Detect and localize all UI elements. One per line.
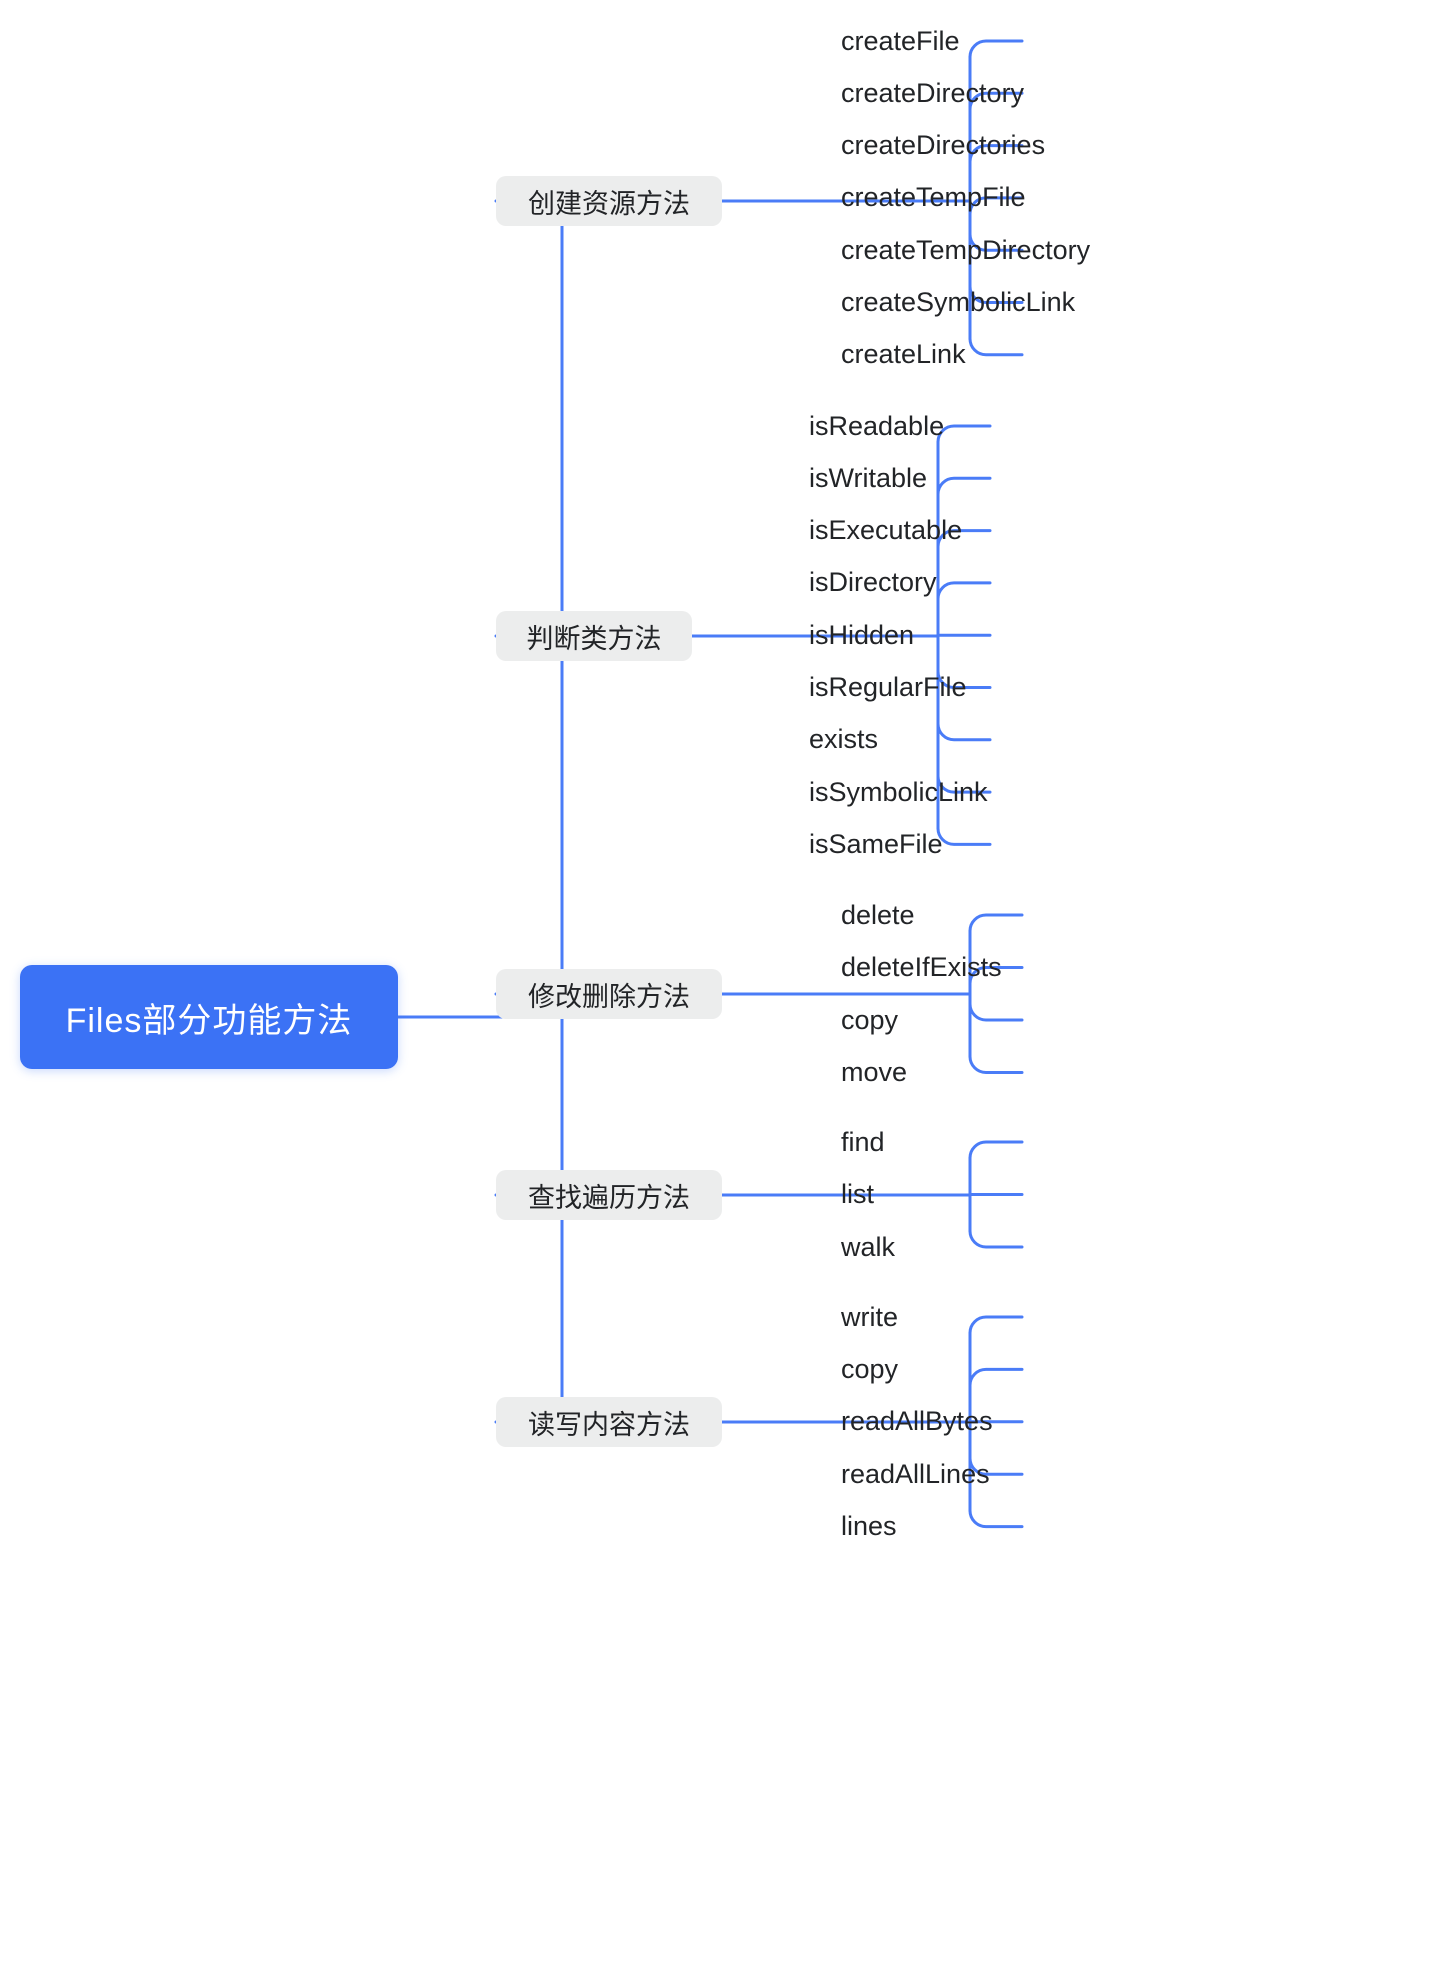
leaf-node[interactable]: isSymbolicLink — [809, 776, 988, 807]
leaf-node[interactable]: createTempDirectory — [841, 234, 1091, 265]
leaf-node[interactable]: createFile — [841, 25, 960, 56]
leaf-node[interactable]: delete — [841, 899, 915, 930]
leaf-node[interactable]: deleteIfExists — [841, 952, 1002, 982]
leaf-node[interactable]: walk — [841, 1231, 896, 1262]
leaf-node[interactable]: readAllLines — [841, 1458, 990, 1489]
leaf-node[interactable]: isReadable — [809, 410, 945, 441]
leaf-node[interactable]: isRegularFile — [809, 672, 967, 702]
leaf-node[interactable]: createTempFile — [841, 182, 1026, 213]
leaf-node[interactable]: isDirectory — [809, 567, 937, 598]
leaf-node[interactable]: exists — [809, 724, 879, 755]
leaf-node[interactable]: createDirectory — [841, 77, 1025, 108]
root-node[interactable]: Files部分功能方法 — [20, 965, 398, 1069]
leaf-node[interactable]: copy — [841, 1004, 899, 1035]
leaf-node[interactable]: move — [841, 1057, 908, 1087]
leaf-node[interactable]: copy — [841, 1353, 899, 1384]
leaf-node[interactable]: createLink — [841, 339, 966, 370]
leaf-node[interactable]: list — [841, 1179, 874, 1209]
leaf-node[interactable]: lines — [841, 1511, 897, 1542]
leaf-node[interactable]: isExecutable — [809, 515, 963, 546]
leaf-node[interactable]: isSameFile — [809, 828, 943, 859]
leaf-node[interactable]: find — [841, 1126, 885, 1157]
branch-node-4[interactable]: 查找遍历方法 — [496, 1170, 722, 1220]
leaf-node[interactable]: createDirectories — [841, 130, 1046, 161]
leaf-node[interactable]: isHidden — [809, 619, 915, 650]
leaf-node[interactable]: createSymbolicLink — [841, 287, 1076, 317]
branch-node-5[interactable]: 读写内容方法 — [496, 1397, 722, 1447]
leaf-node[interactable]: write — [841, 1301, 899, 1332]
branch-node-1[interactable]: 创建资源方法 — [496, 176, 722, 226]
leaf-node[interactable]: readAllBytes — [841, 1406, 993, 1437]
leaf-node[interactable]: isWritable — [809, 462, 928, 493]
branch-node-3[interactable]: 修改删除方法 — [496, 969, 722, 1019]
branch-node-2[interactable]: 判断类方法 — [496, 611, 692, 661]
